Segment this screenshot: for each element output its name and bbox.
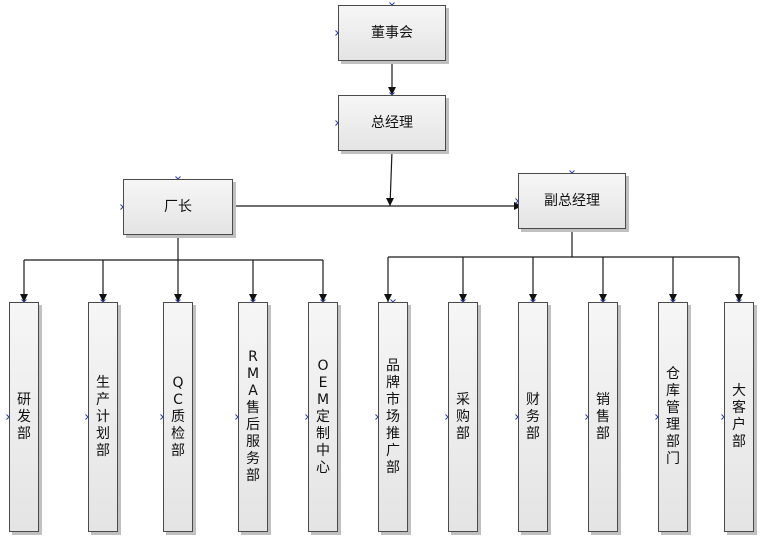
arrowhead bbox=[459, 294, 467, 302]
arrowhead bbox=[529, 294, 537, 302]
node-board-label: 董事会 bbox=[371, 25, 413, 41]
node-general-manager-label: 总经理 bbox=[371, 115, 413, 131]
dept-rma-after-sales-label: RMA售后服务部 bbox=[246, 349, 260, 484]
arrowhead bbox=[319, 294, 327, 302]
node-general-manager: 总经理 bbox=[338, 95, 446, 151]
dept-oem-custom-center-label: OEM定制中心 bbox=[316, 357, 330, 476]
node-board: 董事会 bbox=[338, 5, 446, 61]
dept-sales: 销售部 bbox=[588, 302, 618, 532]
dept-rma-after-sales: RMA售后服务部 bbox=[238, 302, 268, 532]
dept-finance: 财务部 bbox=[518, 302, 548, 532]
arrowhead bbox=[388, 87, 396, 95]
node-deputy-general-manager-label: 副总经理 bbox=[544, 193, 600, 209]
node-factory-director-label: 厂长 bbox=[164, 199, 192, 215]
dept-finance-label: 财务部 bbox=[526, 391, 540, 442]
arrowhead bbox=[20, 294, 28, 302]
arrowhead bbox=[599, 294, 607, 302]
dept-qc-inspection-label: QC质检部 bbox=[171, 374, 185, 459]
arrowhead bbox=[174, 294, 182, 302]
dept-research: 研发部 bbox=[9, 302, 39, 532]
arrowhead bbox=[384, 294, 392, 302]
dept-warehouse-management-label: 仓库管理部门 bbox=[666, 366, 680, 467]
dept-warehouse-management: 仓库管理部门 bbox=[658, 302, 688, 532]
dept-key-accounts-label: 大客户部 bbox=[732, 383, 746, 450]
dept-research-label: 研发部 bbox=[17, 391, 31, 442]
arrowhead bbox=[735, 294, 743, 302]
dept-purchasing-label: 采购部 bbox=[456, 391, 470, 442]
dept-key-accounts: 大客户部 bbox=[724, 302, 754, 532]
dept-production-planning-label: 生产计划部 bbox=[96, 374, 110, 459]
dept-qc-inspection: QC质检部 bbox=[163, 302, 193, 532]
dept-brand-marketing-label: 品牌市场推广部 bbox=[386, 357, 400, 476]
node-factory-director: 厂长 bbox=[123, 179, 233, 235]
arrowhead bbox=[669, 294, 677, 302]
dept-purchasing: 采购部 bbox=[448, 302, 478, 532]
node-deputy-general-manager: 副总经理 bbox=[518, 173, 626, 229]
connector-gm-junction bbox=[389, 150, 393, 207]
arrowhead bbox=[249, 294, 257, 302]
dept-sales-label: 销售部 bbox=[596, 391, 610, 442]
dept-production-planning: 生产计划部 bbox=[88, 302, 118, 532]
dept-brand-marketing: 品牌市场推广部 bbox=[378, 302, 408, 532]
arrowhead bbox=[99, 294, 107, 302]
arrowhead bbox=[386, 198, 394, 206]
dept-oem-custom-center: OEM定制中心 bbox=[308, 302, 338, 532]
